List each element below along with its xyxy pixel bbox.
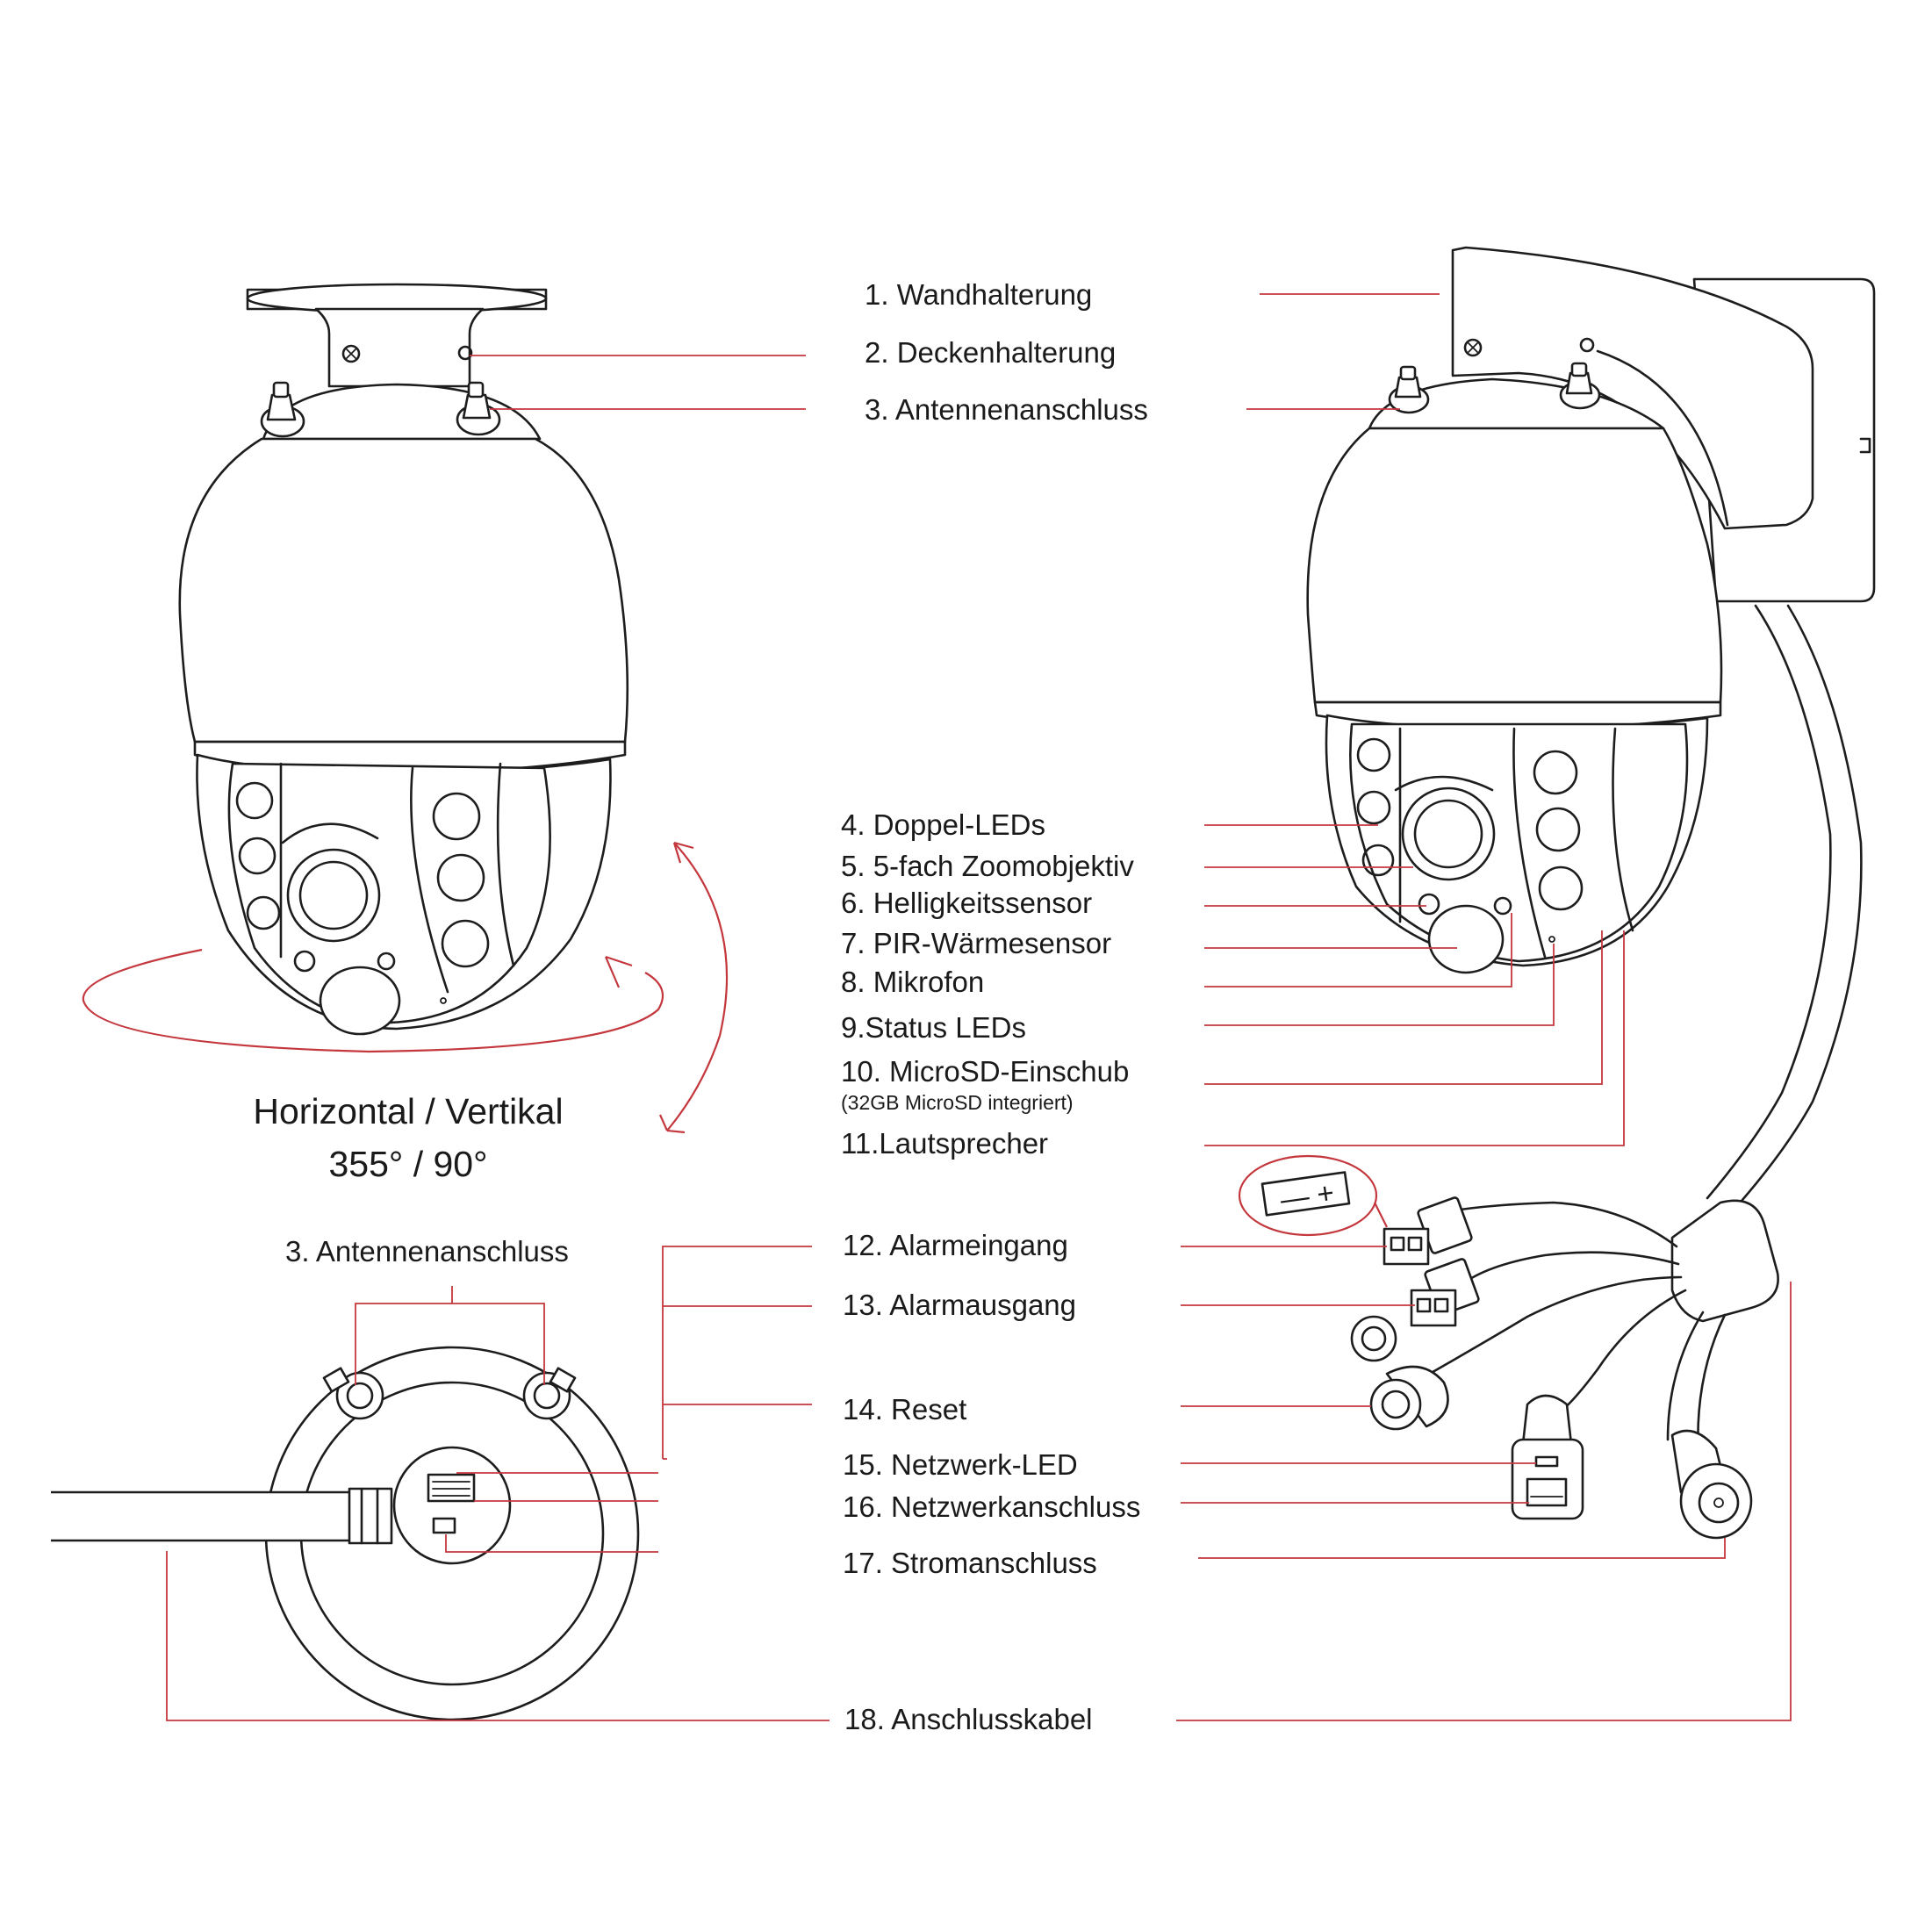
label-ceiling-mount: 2. Deckenhalterung xyxy=(865,336,1116,369)
leader-11 xyxy=(1204,930,1625,1146)
label-speaker: 11.Lautsprecher xyxy=(841,1127,1048,1160)
label-connection-cable: 18. Anschlusskabel xyxy=(844,1703,1093,1735)
alarm-output-terminal xyxy=(1410,1258,1480,1327)
antenna-bottom-right xyxy=(522,1367,577,1420)
network-connector xyxy=(1511,1394,1584,1520)
label-wall-mount: 1. Wandhalterung xyxy=(865,278,1092,311)
label-zoom-lens: 5. 5-fach Zoomobjektiv xyxy=(841,850,1134,882)
rotation-text-axes: Horizontal / Vertikal xyxy=(253,1091,563,1131)
label-double-leds: 4. Doppel-LEDs xyxy=(841,808,1045,841)
alarm-input-terminal xyxy=(1383,1196,1473,1266)
wall-camera-drawing: — + xyxy=(1238,246,1876,1540)
labels-group: 1. Wandhalterung 2. Deckenhalterung 3. A… xyxy=(841,278,1148,1735)
label-alarm-output: 13. Alarmausgang xyxy=(843,1289,1076,1321)
leader-lines xyxy=(470,293,1792,1721)
label-alarm-input: 12. Alarmeingang xyxy=(843,1229,1068,1261)
label-antenna-connector: 3. Antennenanschluss xyxy=(865,393,1148,426)
label-pir-sensor: 7. PIR-Wärmesensor xyxy=(841,927,1111,959)
label-brightness-sensor: 6. Helligkeitssensor xyxy=(841,887,1092,919)
rotation-text-degrees: 355° / 90° xyxy=(329,1144,488,1184)
antenna-right-top xyxy=(456,381,501,436)
label-microphone: 8. Mikrofon xyxy=(841,966,984,998)
leader-9 xyxy=(1204,944,1555,1026)
label-network-port: 16. Netzwerkanschluss xyxy=(843,1490,1140,1523)
label-microsd-note: (32GB MicroSD integriert) xyxy=(841,1091,1074,1114)
leader-8 xyxy=(1204,913,1512,988)
label-power-port: 17. Stromanschluss xyxy=(843,1547,1097,1579)
leader-17-bottom xyxy=(445,1534,658,1553)
bottom-antenna-leader xyxy=(355,1286,545,1385)
leader-18-right xyxy=(1176,1282,1792,1721)
power-connector xyxy=(1670,1429,1753,1540)
ceiling-camera-drawing xyxy=(178,283,629,1036)
leader-10 xyxy=(1204,930,1603,1085)
bottom-antenna-label: 3. Antennenanschluss xyxy=(285,1235,569,1268)
antenna-wall-right xyxy=(1559,362,1601,410)
antenna-bottom-left xyxy=(322,1367,384,1420)
label-status-leds: 9.Status LEDs xyxy=(841,1011,1026,1044)
bracket-12-15 xyxy=(662,1246,812,1460)
rotation-indicator xyxy=(82,841,729,1134)
label-network-led: 15. Netzwerk-LED xyxy=(843,1448,1078,1481)
reset-connector xyxy=(1350,1315,1449,1431)
terminal-symbols: — + xyxy=(1278,1176,1336,1216)
leader-17-right xyxy=(1198,1538,1726,1559)
label-microsd-slot: 10. MicroSD-Einschub xyxy=(841,1055,1129,1088)
antenna-left-top xyxy=(260,381,305,438)
bottom-view-drawing xyxy=(51,1346,640,1721)
leader-18-left xyxy=(166,1551,830,1721)
label-reset: 14. Reset xyxy=(843,1393,966,1426)
antenna-wall-left xyxy=(1388,365,1430,414)
